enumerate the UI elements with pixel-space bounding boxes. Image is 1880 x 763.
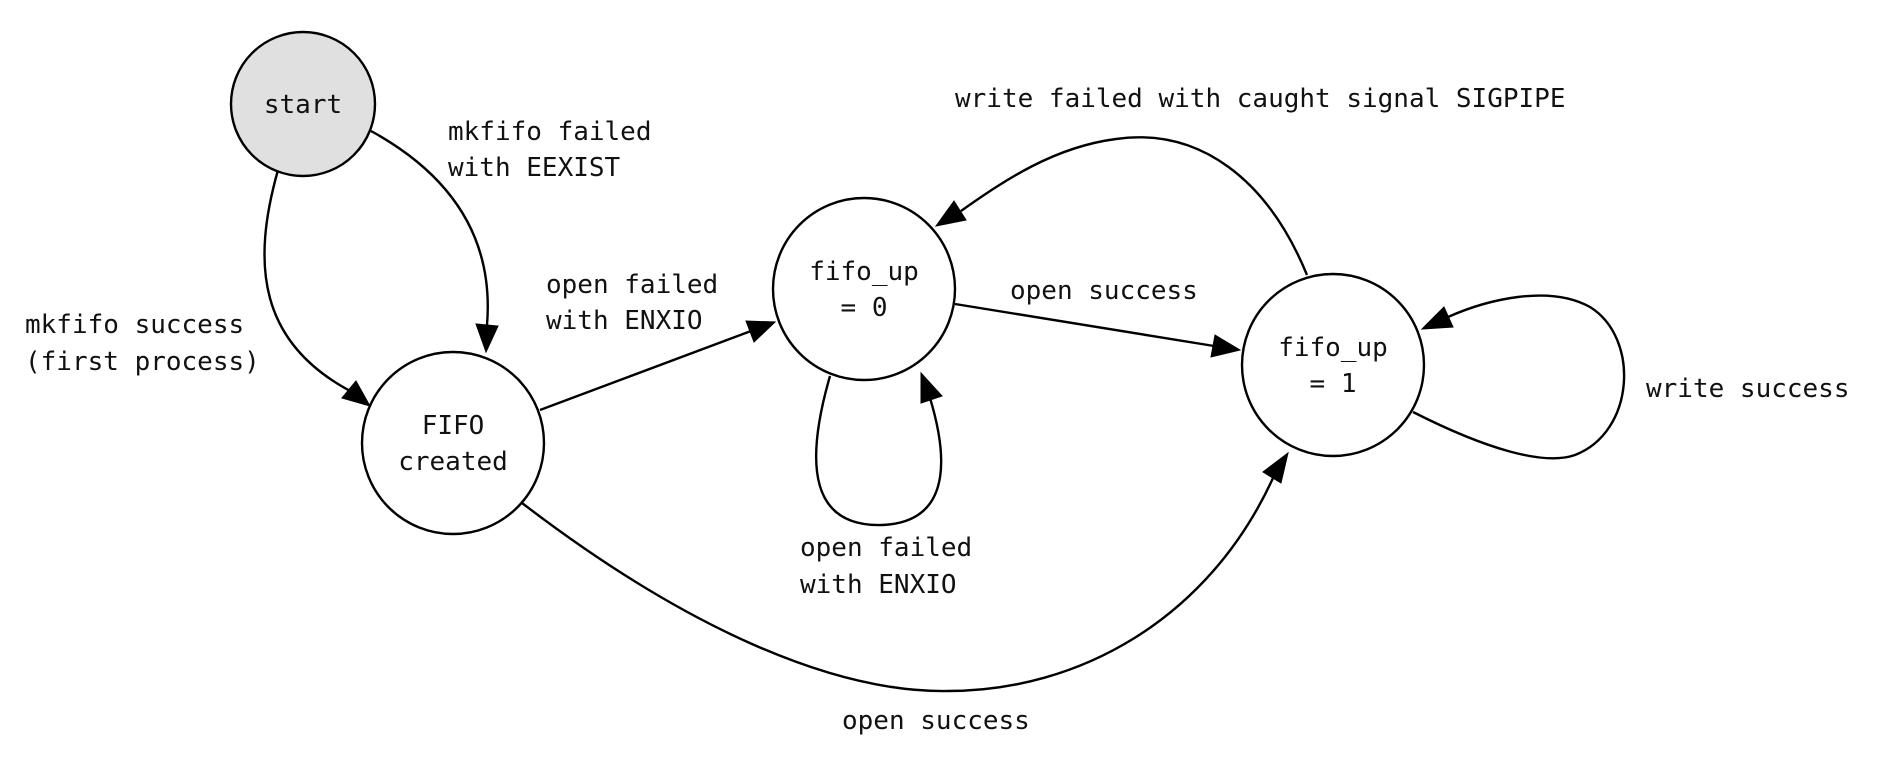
node-circle (771, 196, 957, 382)
edge-label-up0-loop-open-failed: open failed with ENXIO (800, 533, 972, 600)
edge-label-mkfifo-failed-eexist: mkfifo failed with EEXIST (448, 117, 652, 183)
arrowhead (1210, 334, 1242, 358)
node-label-line-2: = 0 (841, 293, 888, 323)
edge-label-line-1: mkfifo failed (448, 117, 652, 147)
arrowhead (1262, 451, 1289, 484)
edge-label-line-1: open success (842, 706, 1030, 736)
edge-label-created-open-failed: open failed with ENXIO (546, 270, 718, 336)
node-label-line-2: = 1 (1310, 369, 1357, 399)
edge-label-line-1: open failed (800, 533, 972, 563)
edge-label-line-2: (first process) (25, 347, 260, 377)
edge-start-to-created-success (263, 169, 372, 407)
edge-label-line-2: with EEXIST (448, 153, 621, 183)
edge-created-to-up1 (521, 451, 1289, 693)
edge-up0-to-up1 (954, 302, 1242, 358)
edge-line (263, 169, 359, 397)
node-label-line-1: fifo_up (809, 257, 919, 287)
edge-created-to-up0 (539, 320, 777, 412)
node-label-line-2: created (398, 447, 508, 477)
state-node-start: start (229, 30, 377, 178)
node-circle (360, 350, 546, 536)
arrowhead (920, 371, 943, 404)
edge-label-up0-open-success: open success (1010, 276, 1198, 306)
edge-line (954, 302, 1215, 348)
edge-label-mkfifo-success: mkfifo success (first process) (25, 310, 260, 377)
edge-label-write-success: write success (1646, 374, 1850, 404)
edge-line (539, 329, 752, 412)
node-label-line-1: FIFO (422, 411, 485, 441)
edge-label-line-1: open failed (546, 270, 718, 300)
node-circle (229, 30, 377, 178)
edge-line (960, 136, 1309, 276)
edge-label-write-failed-sigpipe: write failed with caught signal SIGPIPE (955, 84, 1565, 114)
arrowhead (475, 323, 499, 354)
edge-label-created-open-success: open success (842, 706, 1030, 736)
edge-line (521, 477, 1275, 693)
edge-label-line-2: with ENXIO (546, 306, 703, 336)
arrowhead (1420, 306, 1454, 330)
state-node-fifo-up-0: fifo_up = 0 (771, 196, 957, 382)
edge-line (370, 129, 489, 326)
arrowhead (934, 200, 967, 227)
edge-label-line-1: write success (1646, 374, 1850, 404)
edge-line (1412, 294, 1626, 460)
edge-start-to-created-eexist (370, 129, 499, 354)
edge-up1-self-loop (1412, 294, 1626, 460)
edge-line (815, 375, 943, 527)
edge-label-line-1: write failed with caught signal SIGPIPE (955, 84, 1565, 114)
state-node-fifo-up-1: fifo_up = 1 (1240, 272, 1426, 458)
edge-label-line-2: with ENXIO (800, 570, 957, 600)
state-node-fifo-created: FIFO created (360, 350, 546, 536)
arrowhead (341, 380, 372, 407)
edge-label-line-1: mkfifo success (25, 310, 244, 340)
node-circle (1240, 272, 1426, 458)
arrowhead (745, 320, 777, 343)
node-label-line-1: fifo_up (1278, 333, 1388, 363)
node-label: start (264, 90, 342, 120)
edge-up0-self-loop (815, 371, 943, 527)
edge-up1-to-up0 (934, 136, 1309, 276)
edge-label-line-1: open success (1010, 276, 1198, 306)
